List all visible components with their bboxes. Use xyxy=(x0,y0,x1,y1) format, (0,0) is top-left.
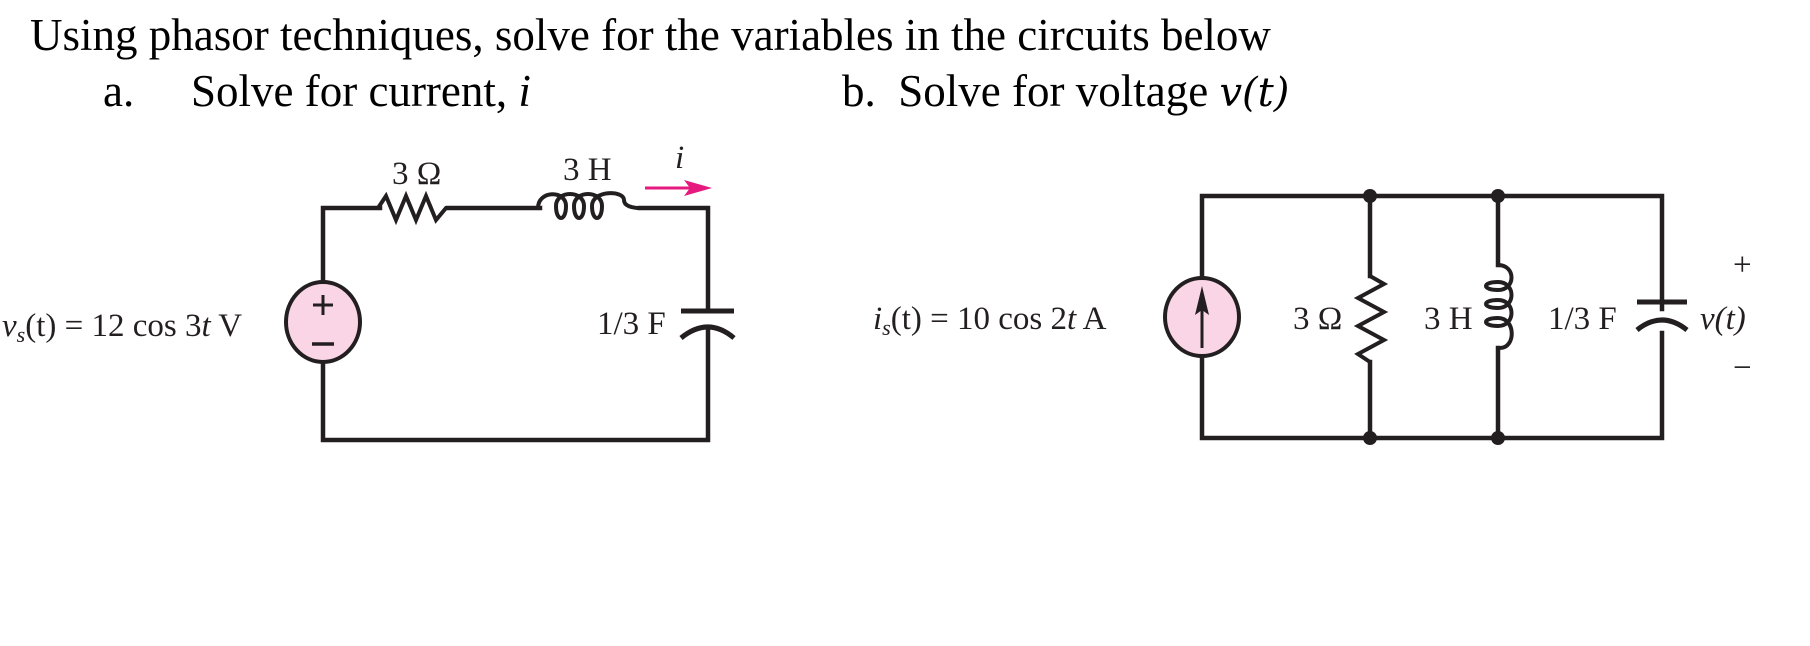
source-b-prefix: i xyxy=(873,301,882,337)
circuit-a-left-wire-top xyxy=(320,205,383,285)
circuit-b-resistor-label: 3 Ω xyxy=(1293,301,1342,337)
source-b-subscript: s xyxy=(882,315,891,340)
source-b-unit: A xyxy=(1076,301,1106,337)
circuit-b-source-label: is(t) = 10 cos 2t A xyxy=(873,301,1107,340)
circuit-b-resistor-icon xyxy=(1353,274,1389,364)
source-a-subscript: s xyxy=(17,322,26,347)
circuit-a-voltage-source-icon xyxy=(284,280,362,364)
circuit-b-inductor-label: 3 H xyxy=(1424,301,1473,337)
junction-node-bottom-2 xyxy=(1491,431,1505,445)
source-a-t: t xyxy=(201,308,211,344)
junction-node-bottom-1 xyxy=(1363,431,1377,445)
circuit-b: 3 Ω 3 H 1/3 F + v(t) − is(t) = 10 cos 2t… xyxy=(873,189,1752,445)
part-b-prompt: b. Solve for voltage v(t) xyxy=(842,64,1289,120)
part-a-variable: i xyxy=(518,66,531,116)
circuit-a-inductor-icon xyxy=(536,191,641,220)
circuit-a-current-label: i xyxy=(675,140,684,176)
junction-node-top-1 xyxy=(1363,189,1377,203)
part-a-letter: a. xyxy=(103,66,135,116)
circuit-a-bottom-wire xyxy=(320,327,711,443)
circuit-a-resistor-label: 3 Ω xyxy=(392,156,441,192)
source-a-rest: (t) = 12 cos 3 xyxy=(25,308,201,344)
circuit-a-inductor-label: 3 H xyxy=(563,152,612,188)
circuit-b-bottom-wire xyxy=(1199,330,1665,441)
part-b-variable: v(t) xyxy=(1219,70,1290,116)
source-b-rest: (t) = 10 cos 2 xyxy=(891,301,1067,337)
part-b-text: Solve for voltage xyxy=(898,66,1220,116)
circuit-a-resistor-icon xyxy=(376,190,450,226)
circuit-a-capacitor-label: 1/3 F xyxy=(597,306,666,342)
current-arrow-icon xyxy=(684,180,712,196)
source-a-prefix: v xyxy=(2,308,17,344)
source-b-t: t xyxy=(1067,301,1077,337)
circuit-b-capacitor-plate-bottom xyxy=(1635,317,1689,333)
circuit-a-capacitor-plate-bottom xyxy=(679,324,736,340)
circuit-a-right-wire-top xyxy=(637,205,711,313)
part-a-text: Solve for current, xyxy=(191,66,519,116)
circuit-b-capacitor-label: 1/3 F xyxy=(1548,301,1617,337)
voltage-minus-sign: − xyxy=(1733,350,1752,386)
circuit-b-inductor-icon xyxy=(1484,263,1514,350)
part-a-prompt: Solve for current, i xyxy=(191,64,531,118)
part-b-letter: b. xyxy=(842,66,876,116)
circuit-a: 3 Ω 3 H i 1/3 F vs(t) = 12 cos 3t V xyxy=(2,140,736,443)
circuit-a-source-label: vs(t) = 12 cos 3t V xyxy=(2,308,242,347)
circuit-b-top-wire xyxy=(1199,193,1665,312)
source-a-unit: V xyxy=(211,308,243,344)
voltage-plus-sign: + xyxy=(1733,247,1752,283)
arrow-up-icon xyxy=(1195,286,1209,315)
problem-title: Using phasor techniques, solve for the v… xyxy=(30,10,1271,60)
junction-node-top-2 xyxy=(1491,189,1505,203)
circuit-b-voltage-label: v(t) xyxy=(1700,301,1746,337)
